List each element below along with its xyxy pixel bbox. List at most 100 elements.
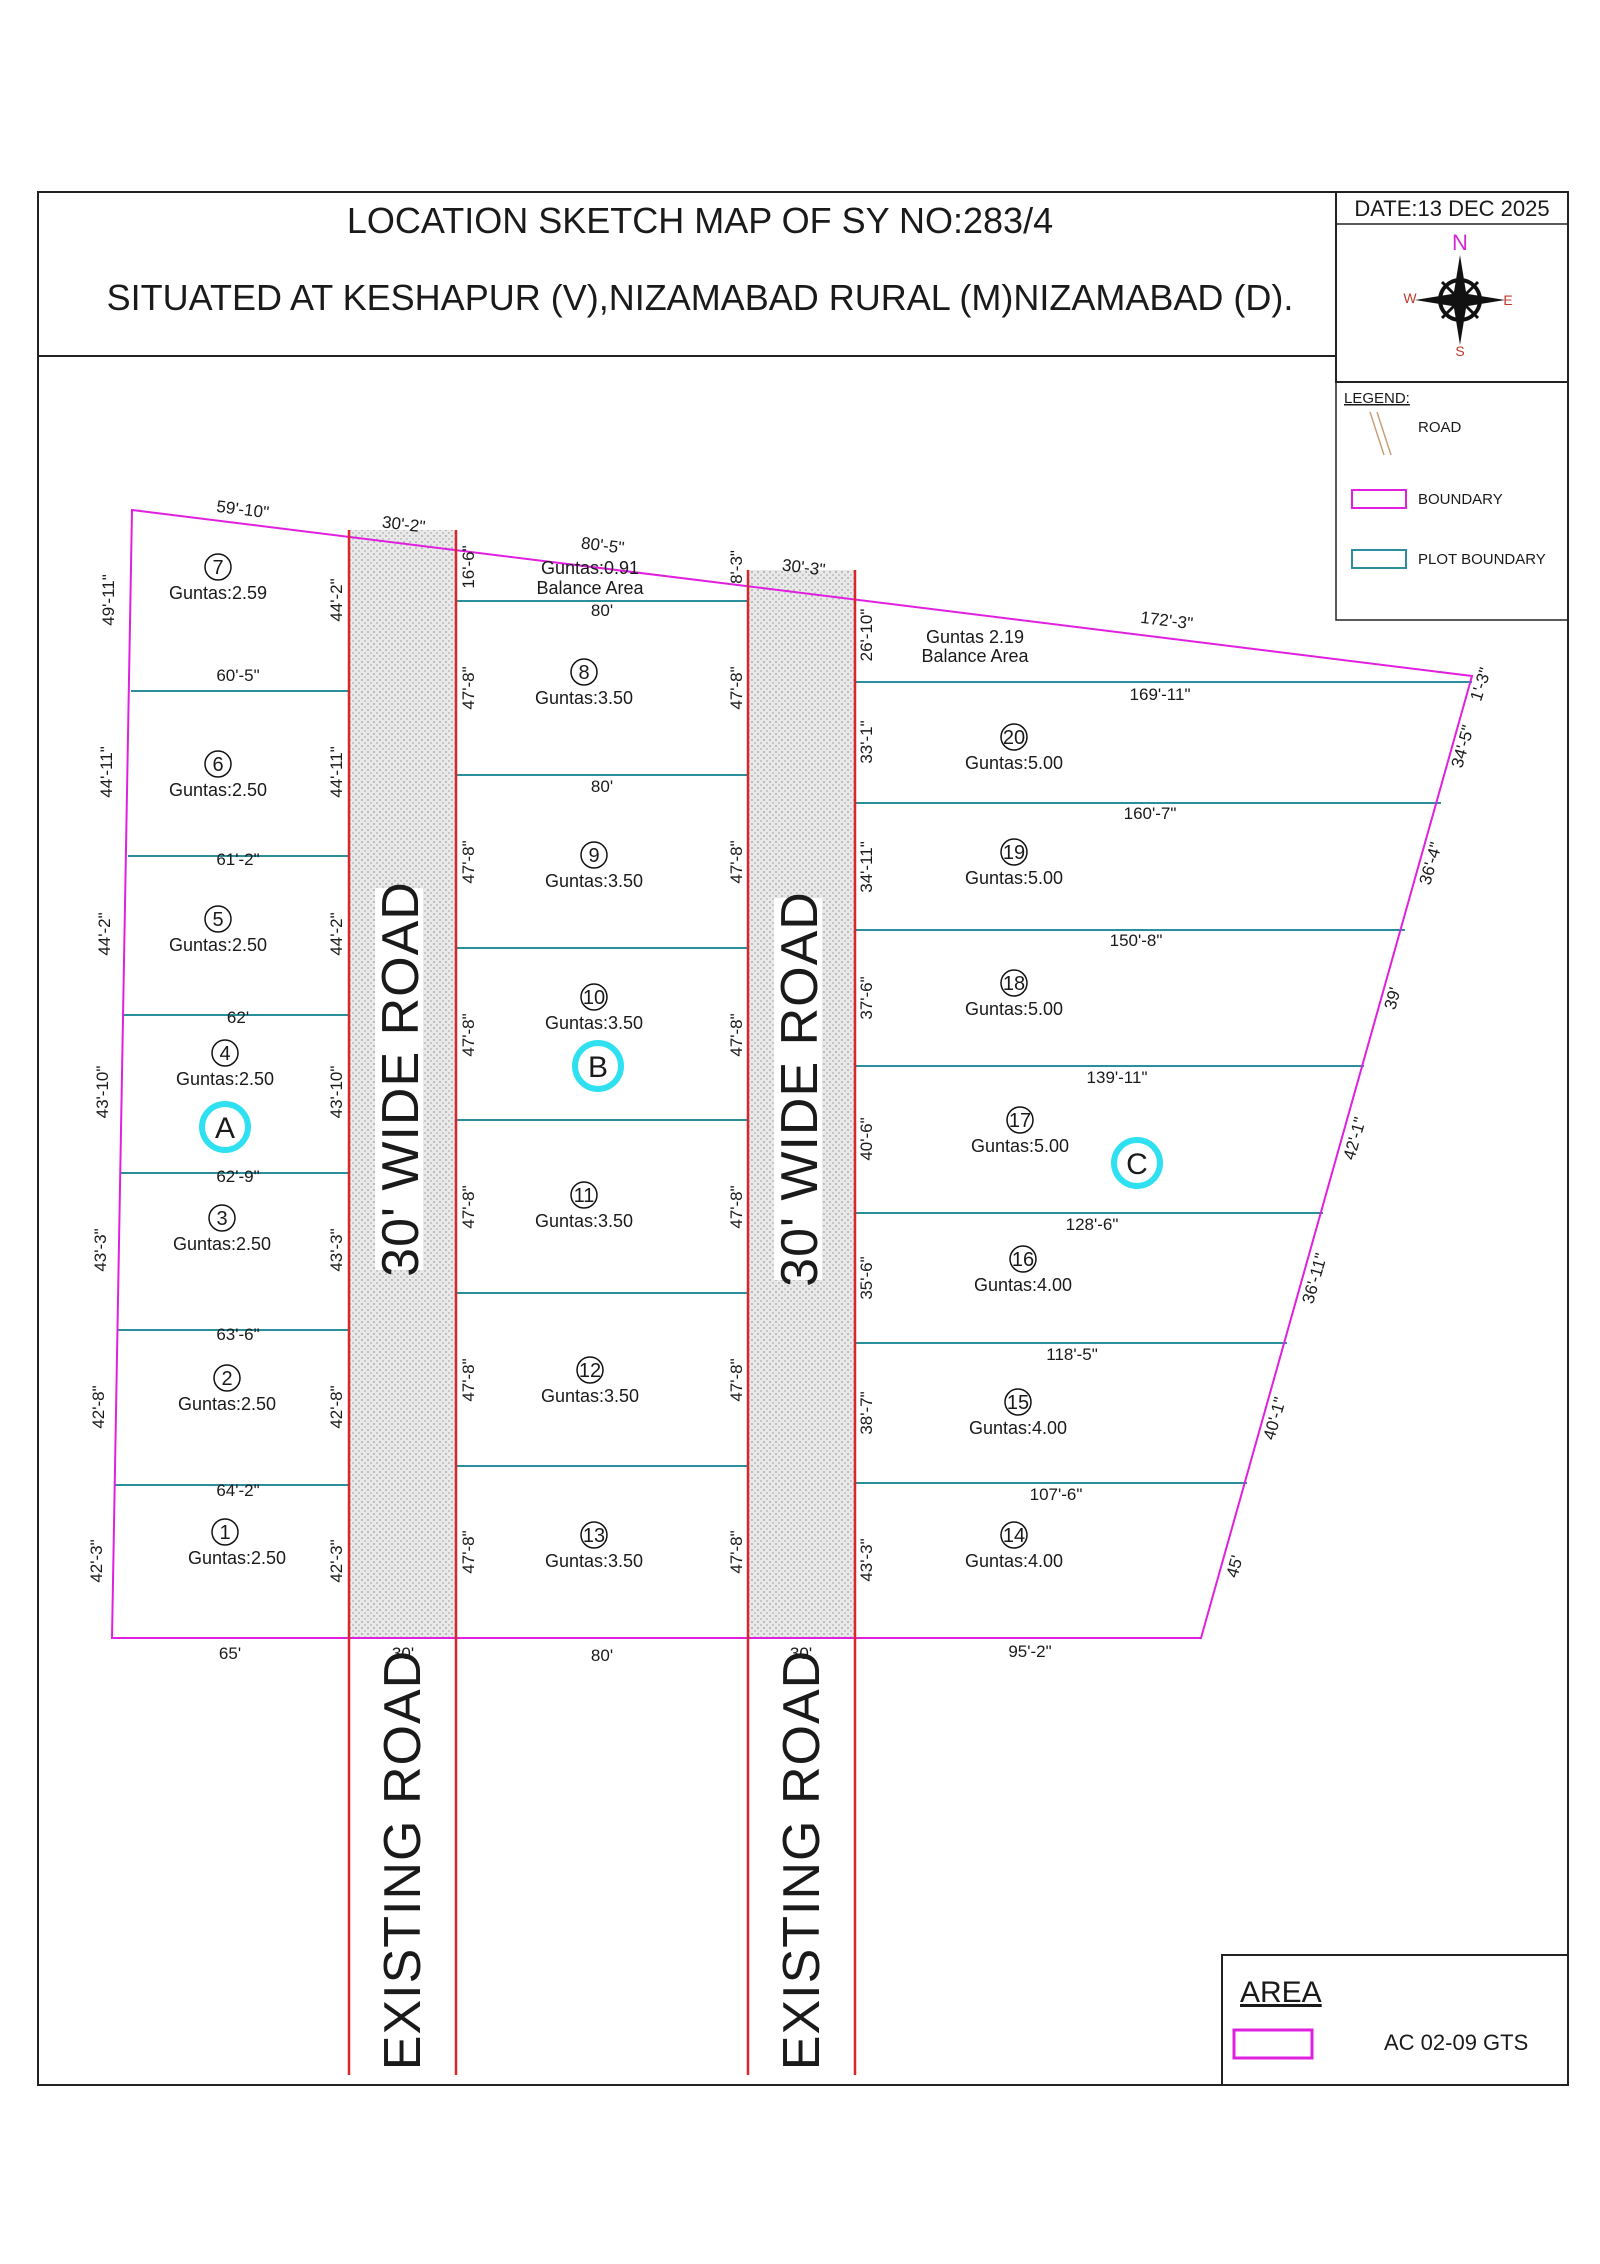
- plot-number: 14: [1003, 1525, 1025, 1547]
- balance-area-middle-guntas: Guntas:0.91: [541, 558, 639, 578]
- dim-left-outer: 43'-10": [93, 1066, 112, 1119]
- plot-number-circle: [208, 1204, 236, 1232]
- dim-middle-left: 47'-8": [459, 1185, 478, 1228]
- plot-guntas: Guntas:2.50: [188, 1548, 286, 1568]
- balance-area-right-label: Balance Area: [921, 646, 1029, 666]
- legend-road-label: ROAD: [1418, 419, 1462, 436]
- plot-number: 11: [574, 1185, 595, 1207]
- plot-labels: 1Guntas:2.502Guntas:2.503Guntas:2.504Gun…: [169, 553, 1072, 1571]
- dim-bottom-road-2: 30': [790, 1644, 812, 1663]
- dim-right-end: 1'-3": [1467, 665, 1496, 703]
- dim-middle-right: 47'-8": [727, 840, 746, 883]
- legend-plot-boundary-swatch: [1351, 549, 1407, 569]
- plot-number-circle: [204, 750, 232, 778]
- dim-left-outer: 42'-3": [87, 1539, 106, 1582]
- plot-guntas: Guntas:2.59: [169, 583, 267, 603]
- road-2-wide-label: 30' WIDE ROAD: [771, 891, 829, 1287]
- survey-boundary: [110, 508, 1474, 1639]
- dim-right-left: 38'-7": [857, 1391, 876, 1434]
- dim-middle-left: 47'-8": [459, 840, 478, 883]
- plot-number-circle: [570, 1181, 598, 1209]
- map-date: DATE:13 DEC 2025: [1354, 196, 1549, 221]
- dim-left-outer: 44'-11": [97, 746, 116, 798]
- dim-bottom-middle: 80': [591, 1646, 613, 1665]
- plot-number-circle: [1000, 723, 1028, 751]
- dim-middle-width: 80': [591, 601, 613, 620]
- plot-number-circle: [576, 1356, 604, 1384]
- map-subtitle: SITUATED AT KESHAPUR (V),NIZAMABAD RURAL…: [107, 277, 1294, 318]
- legend-box: [1335, 381, 1569, 621]
- area-box: [1221, 1954, 1569, 2086]
- dim-right-diagonal: 45': [1223, 1553, 1247, 1580]
- dim-left-width: 62': [227, 1008, 249, 1027]
- block-b-label: B: [588, 1051, 608, 1084]
- dim-bottom-left: 65': [219, 1644, 241, 1663]
- legend-boundary-swatch: [1351, 489, 1407, 509]
- plot-guntas: Guntas:3.50: [545, 1013, 643, 1033]
- balance-area-middle-label: Balance Area: [536, 578, 644, 598]
- dim-right-left: 33'-1": [857, 720, 876, 763]
- plot-boundaries: [115, 600, 1472, 1486]
- dim-middle-right: 8'-3": [727, 550, 746, 584]
- legend-road-swatch: [1369, 411, 1392, 456]
- dim-right-width: 107'-6": [1030, 1485, 1083, 1504]
- plot-number: 10: [583, 987, 605, 1009]
- dim-right-width: 160'-7": [1124, 804, 1177, 823]
- dim-left-inner: 44'-2": [327, 578, 346, 621]
- block-marker-a: A: [199, 1101, 251, 1153]
- dim-middle-right: 47'-8": [727, 1185, 746, 1228]
- plot-guntas: Guntas:3.50: [535, 1211, 633, 1231]
- dim-middle-left: 47'-8": [459, 1013, 478, 1056]
- road-2-label-bg: [774, 898, 822, 1280]
- plot-guntas: Guntas:2.50: [169, 935, 267, 955]
- dim-top-middle: 80'-5": [580, 533, 625, 557]
- legend-heading: LEGEND:: [1344, 390, 1410, 407]
- plot-number-circle: [580, 983, 608, 1011]
- dimension-labels: 59'-10"30'-2"80'-5"30'-3"172'-3"1'-3"65'…: [87, 497, 1495, 1665]
- dim-right-left: 40'-6": [857, 1117, 876, 1160]
- dim-middle-right: 47'-8": [727, 1358, 746, 1401]
- plot-number: 6: [212, 754, 223, 776]
- dim-middle-right: 47'-8": [727, 1013, 746, 1056]
- compass-north: N: [1452, 230, 1468, 255]
- dim-right-diagonal: 34'-5": [1448, 723, 1478, 770]
- plot-number-circle: [1000, 1521, 1028, 1549]
- plot-guntas: Guntas:5.00: [965, 753, 1063, 773]
- plot-guntas: Guntas:3.50: [545, 871, 643, 891]
- dim-left-inner: 42'-3": [327, 1539, 346, 1582]
- block-c-label: C: [1126, 1148, 1148, 1181]
- plot-number-circle: [213, 1364, 241, 1392]
- plot-guntas: Guntas:3.50: [541, 1386, 639, 1406]
- dim-top-right: 172'-3": [1139, 608, 1194, 633]
- dim-right-width: 150'-8": [1110, 931, 1163, 950]
- plot-number-circle: [204, 905, 232, 933]
- dim-left-outer: 44'-2": [95, 912, 114, 955]
- dim-left-inner: 43'-3": [327, 1228, 346, 1271]
- road-1-existing-label: EXISTING ROAD: [374, 1650, 432, 2070]
- dim-middle-left: 16'-6": [459, 545, 478, 588]
- road-edges: [347, 530, 857, 2075]
- dim-right-width: 139'-11": [1087, 1068, 1148, 1087]
- dim-left-outer: 42'-8": [89, 1385, 108, 1428]
- dim-left-width: 61'-2": [216, 850, 259, 869]
- road-1-label-bg: [375, 888, 423, 1270]
- dim-bottom-road-1: 30': [392, 1644, 414, 1663]
- dim-middle-width: 80': [591, 777, 613, 796]
- block-marker-c: C: [1111, 1137, 1163, 1189]
- area-swatch: [1232, 2028, 1314, 2060]
- plot-number: 20: [1003, 727, 1025, 749]
- plot-number-circle: [1004, 1388, 1032, 1416]
- dim-right-left: 43'-3": [857, 1538, 876, 1581]
- plot-number-circle: [1000, 969, 1028, 997]
